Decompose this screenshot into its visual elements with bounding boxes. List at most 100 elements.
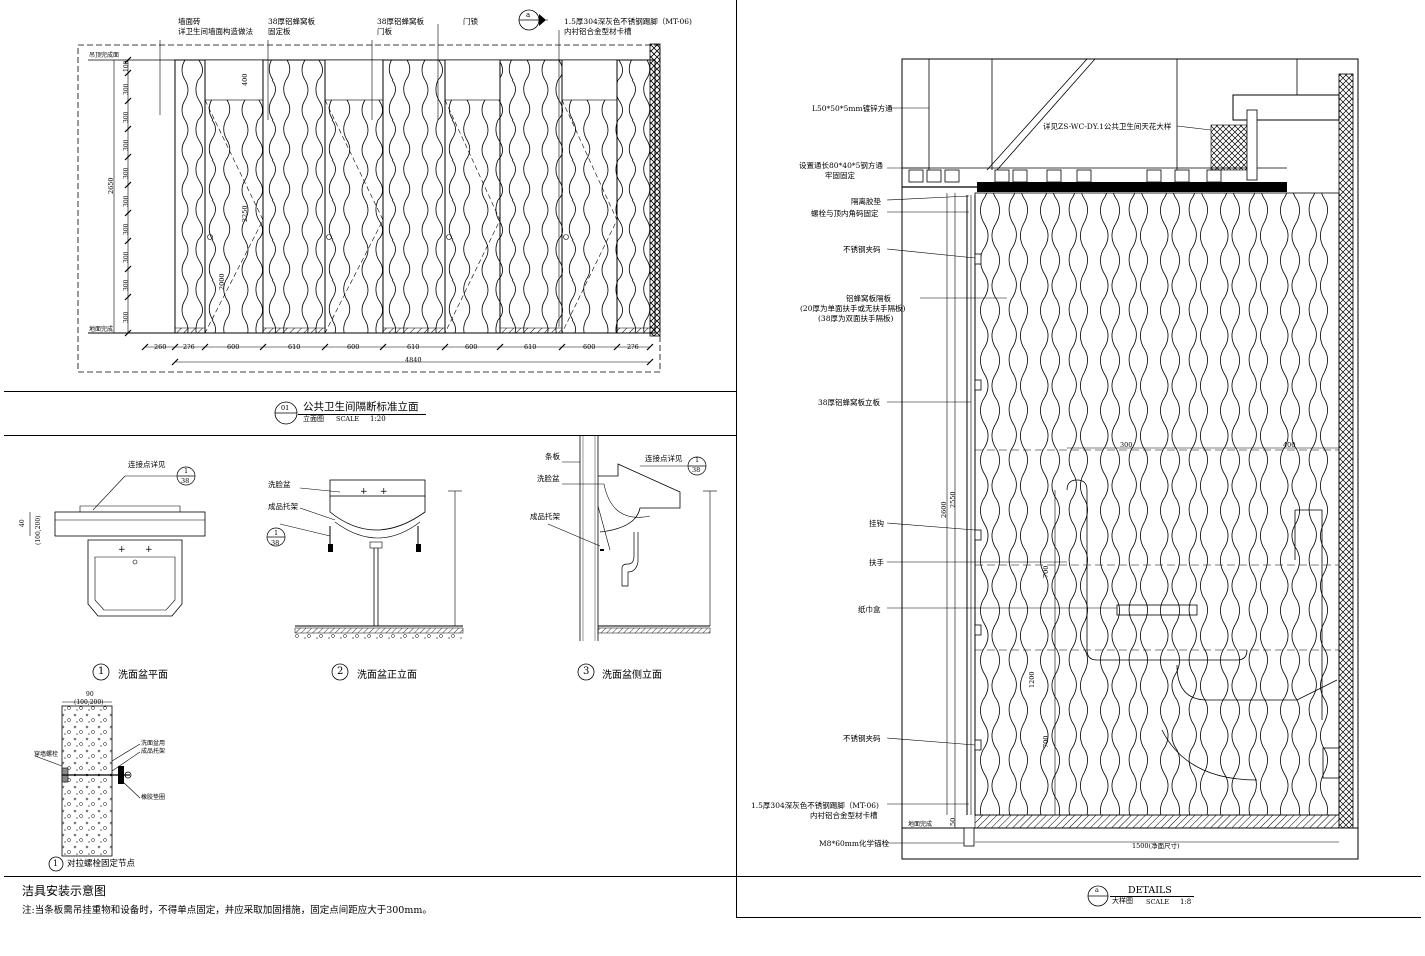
detail-dim-700b: 700 [1042,735,1050,748]
detail-label-hook: 挂钩 [869,519,884,528]
detail-dim-400: 400 [1283,441,1296,449]
left-dim-5: 300 [123,195,130,207]
elevation-title: 公共卫生间隔断标准立面 [303,401,419,413]
detail-dim-2600: 2600 [940,501,948,518]
front-label-bracket: 成品托架 [268,502,298,511]
side-callout-sheet: 38 [692,466,701,474]
plan-caption: 洗面盆平面 [118,670,168,681]
detail-label-vertical-panel: 38厚铝蜂窝板立板 [818,398,881,407]
front-callout-num: 1 [274,529,279,537]
bolt-dim-b: (100,200) [74,699,104,706]
detail-label-floor-level: 地面完成 [908,821,933,828]
bottom-dim-8: 600 [583,343,596,351]
bottom-dim-9: 2?6 [627,343,639,351]
elevation-title-underline [298,414,426,415]
left-dim-6: 300 [123,223,130,235]
detail-section-drawing [886,58,1359,860]
section-note: 注:当条板需吊挂重物和设备时，不得单点固定，并应采取加固措施，固定点间距应大于3… [22,905,432,916]
left-dim-0: 100 [123,60,130,72]
label-fixed-panel: 38厚铝蜂窝板 [268,17,316,26]
svg-text:+: + [118,545,126,555]
dim-2650: 2650 [107,177,115,194]
label-ceiling-level: 吊顶完成面 [89,52,120,59]
svg-text:+: + [380,487,388,497]
svg-text:+: + [145,545,153,555]
detail-label-kick2: 内衬铝合金型材卡槽 [810,811,878,820]
elevation-title-symbol [274,401,298,425]
detail-label-partition3: (38厚为双面扶手隔板) [818,314,894,323]
plan-dim-b: (100,200) [35,515,42,546]
bottom-dim-3: 610 [288,343,301,351]
side-label-basin: 洗脸盆 [537,474,560,483]
plan-dim-a: 40 [19,519,26,527]
detail-title: DETAILS [1128,885,1172,896]
left-dim-2: 300 [123,111,130,123]
divider-top-left [4,391,736,392]
dim-400: 400 [241,73,249,86]
detail-dim-50: 50 [949,817,957,826]
label-wall-tile-note: 详卫生间墙面构造做法 [178,27,253,36]
bottom-dim-4: 600 [347,343,360,351]
detail-label-tissue: 纸巾盒 [858,605,881,614]
elevation-scale-label: SCALE [336,415,360,423]
side-caption: 洗面盆侧立面 [602,670,662,681]
bolt-label-bolt: 穿墙螺栓 [34,751,59,758]
basin-drawings: ++ ++ [29,436,717,872]
bottom-dim-5: 610 [407,343,420,351]
detail-dim-2550: 2550 [949,491,957,508]
dim-2000: 2000 [218,273,226,290]
divider-footer [737,917,1421,918]
detail-label-clip1: 不锈钢夹码 [843,245,881,254]
front-label-basin: 洗脸盆 [268,480,291,489]
divider-bottom-left [4,876,736,877]
detail-title-underline [1110,896,1194,897]
detail-dim-300: 300 [1120,441,1133,449]
label-fixed-panel-note: 固定板 [268,27,291,36]
detail-label-steel-tube: 设置通长80*40*5钢方通 [799,161,883,170]
detail-title-letter: a [1095,886,1099,894]
detail-dim-1200: 1200 [1028,671,1036,688]
section-title: 洁具安装示意图 [22,884,107,898]
detail-subtitle: 大样图 [1112,897,1133,905]
side-label-bracket: 成品托架 [530,512,560,521]
divider-mid-left [4,435,736,436]
detail-label-partition: 铝蜂窝板隔板 [846,294,891,303]
detail-dim-700a: 700 [1042,565,1050,578]
bottom-dim-2: 600 [227,343,240,351]
detail-scale-label: SCALE [1146,898,1170,906]
bottom-dim-6: 600 [465,343,478,351]
label-floor-level: 地面完成 [89,326,114,333]
label-callout-letter: a [526,11,531,19]
front-caption-num: 2 [337,666,344,677]
label-kick-plate: 1.5厚304深灰色不锈钢踢脚（MT-06) [564,17,692,26]
bolt-label-fixture: 洗面盆用 [141,740,166,747]
front-callout-sheet: 38 [271,539,280,547]
detail-dim-1500: 1500(净面尺寸) [1132,842,1180,850]
detail-title-symbol [1087,885,1109,907]
detail-label-rubber: 隔离胶垫 [851,197,881,206]
detail-label-ceiling-ref: 详见ZS-WC-DY.1公共卫生间天花大样 [1043,122,1172,131]
bolt-dim-a: 90 [86,691,94,698]
elevation-subtitle: 立面图 [303,415,324,423]
label-door-lock: 门锁 [463,17,478,26]
side-callout-num: 1 [695,456,700,464]
detail-label-steel-tube2: 牢固固定 [825,171,855,180]
detail-label-partition2: (20厚为单面扶手或无扶手隔板) [800,304,906,313]
divider-vertical [736,0,737,918]
detail-label-anchor: M8*60mm化学锚栓 [819,839,889,848]
side-callout: 连接点详见 [645,454,683,463]
bolt-label-fixture2: 成品托架 [141,748,166,755]
divider-bottom-right [737,876,1421,877]
partition-elevation-drawing [77,9,661,373]
dim-total-width: 4840 [405,356,422,364]
bolt-caption: 对拉螺栓固定节点 [67,859,136,869]
label-door-panel-note: 门板 [377,27,392,36]
bolt-label-pad: 橡胶垫圈 [141,794,166,801]
label-kick-plate-note: 内衬铝合金型材卡槽 [564,27,632,36]
bottom-dim-1: 2?6 [183,343,195,351]
elevation-scale-value: 1:20 [370,415,386,423]
plan-callout-sheet: 38 [181,477,190,485]
detail-label-clip2: 不锈钢夹码 [843,734,881,743]
left-dim-7: 300 [123,251,130,263]
bottom-dim-0: 260 [154,343,167,351]
